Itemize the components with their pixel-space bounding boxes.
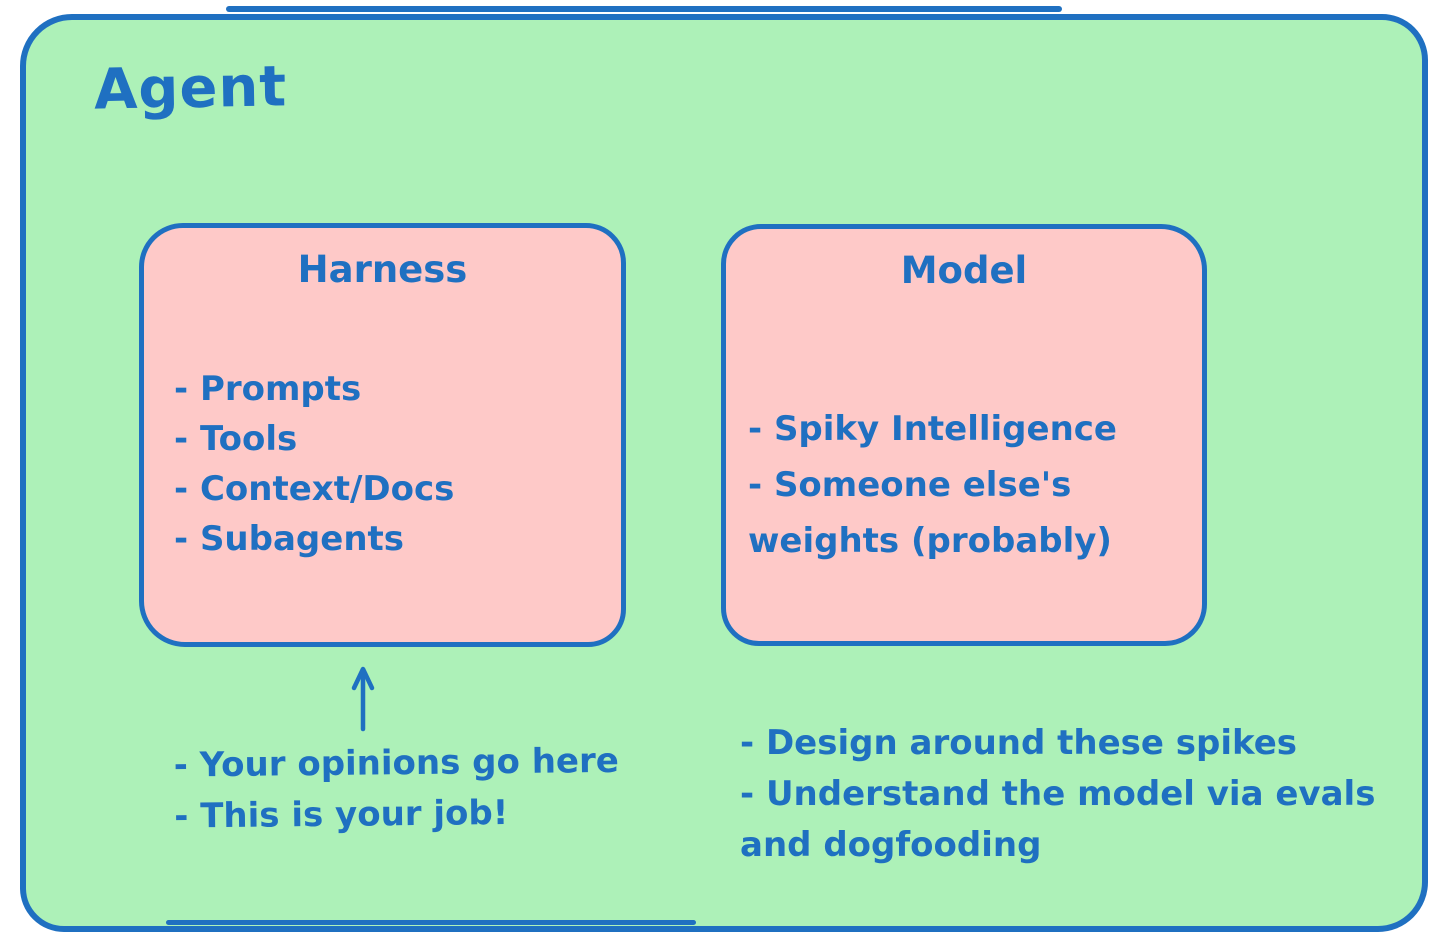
harness-list-item: - Context/Docs (174, 469, 455, 509)
harness-list-item: - Prompts (174, 369, 362, 409)
agent-title: Agent (93, 54, 288, 123)
model-notes: - Design around these spikes - Understan… (740, 718, 1420, 871)
harness-box: Harness - Prompts - Tools - Context/Docs… (139, 223, 626, 647)
model-title: Model (900, 249, 1028, 292)
harness-list-item: - Subagents (174, 519, 405, 559)
model-list-item: - Spiky Intelligence (748, 409, 1117, 449)
model-list: - Spiky Intelligence - Someone else's we… (748, 401, 1184, 569)
harness-list-item: - Tools (174, 419, 298, 459)
up-arrow-icon (351, 666, 375, 732)
model-list-item: - Someone else's weights (probably) (748, 465, 1112, 561)
harness-notes: - Your opinions go here - This is your j… (173, 735, 654, 842)
harness-list: - Prompts - Tools - Context/Docs - Subag… (174, 364, 605, 564)
model-box: Model - Spiky Intelligence - Someone els… (721, 224, 1207, 646)
harness-title: Harness (297, 248, 468, 291)
model-note: - Design around these spikes (740, 723, 1298, 763)
agent-container-box: Agent Harness - Prompts - Tools - Contex… (20, 6, 1428, 932)
harness-note: - Your opinions go here (173, 740, 620, 786)
harness-note: - This is your job! (174, 793, 509, 837)
model-note: - Understand the model via evals and dog… (740, 774, 1376, 865)
